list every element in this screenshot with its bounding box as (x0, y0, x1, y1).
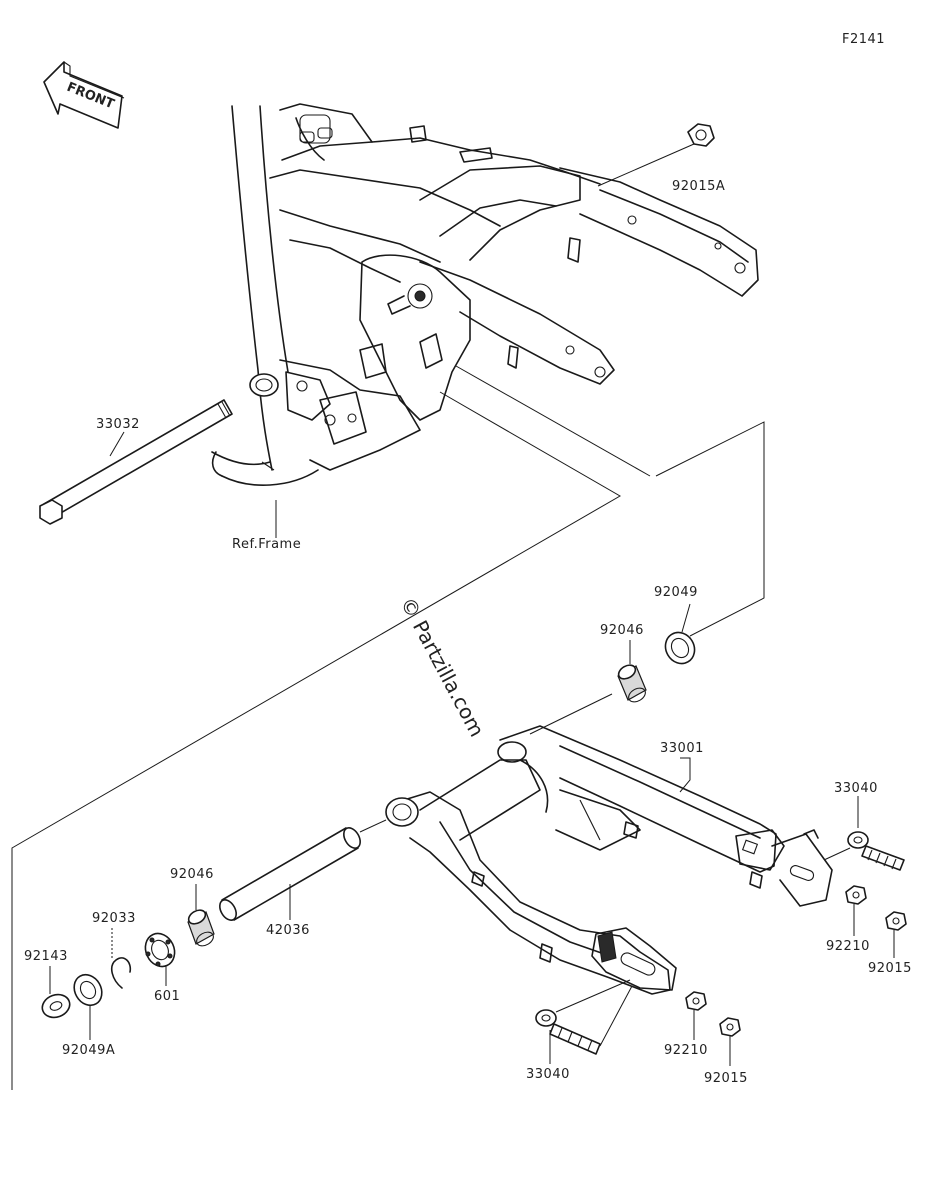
bushing-92046-left-icon (187, 909, 215, 947)
nut-92210-bottom-icon (685, 991, 707, 1011)
diagram-code: F2141 (842, 32, 885, 47)
swingarm-33001-drawing (385, 725, 833, 995)
part-label-92015-right: 92015 (868, 961, 912, 976)
part-label-601: 601 (154, 989, 180, 1004)
part-label-92015a: 92015A (672, 179, 725, 194)
chain-adjuster-33040-bottom-icon (535, 1009, 601, 1055)
ref-frame-label: Ref.Frame (232, 537, 301, 552)
nut-92015-right-icon (885, 911, 907, 931)
seal-92049-icon (664, 631, 696, 665)
part-label-92015-bottom: 92015 (704, 1071, 748, 1086)
circlip-92033-icon (110, 957, 132, 989)
nut-92210-right-icon (845, 885, 867, 905)
bearing-601-icon (144, 932, 176, 968)
chain-adjuster-33040-right-icon (847, 831, 905, 871)
nut-92015a-icon (687, 123, 715, 147)
part-label-33040-right: 33040 (834, 781, 878, 796)
washer-92143-icon (41, 993, 71, 1019)
part-label-92143: 92143 (24, 949, 68, 964)
part-label-33001: 33001 (660, 741, 704, 756)
pivot-shaft-33032-icon (39, 399, 233, 525)
part-label-33032: 33032 (96, 417, 140, 432)
part-label-42036: 42036 (266, 923, 310, 938)
seal-92049a-icon (73, 973, 103, 1007)
nut-92015-bottom-icon (719, 1017, 741, 1037)
part-label-92210-right: 92210 (826, 939, 870, 954)
collar-42036-icon (219, 827, 361, 921)
part-label-92210-bottom: 92210 (664, 1043, 708, 1058)
part-label-33040-bottom: 33040 (526, 1067, 570, 1082)
watermark: © Partzilla.com (396, 593, 490, 741)
bushing-92046-top-icon (617, 664, 647, 703)
part-label-92049a: 92049A (62, 1043, 115, 1058)
part-label-92046-top: 92046 (600, 623, 644, 638)
part-label-92049-top: 92049 (654, 585, 698, 600)
front-arrow-icon: FRONT (43, 61, 125, 129)
part-label-92033: 92033 (92, 911, 136, 926)
part-label-92046-left: 92046 (170, 867, 214, 882)
frame-drawing (211, 103, 759, 486)
